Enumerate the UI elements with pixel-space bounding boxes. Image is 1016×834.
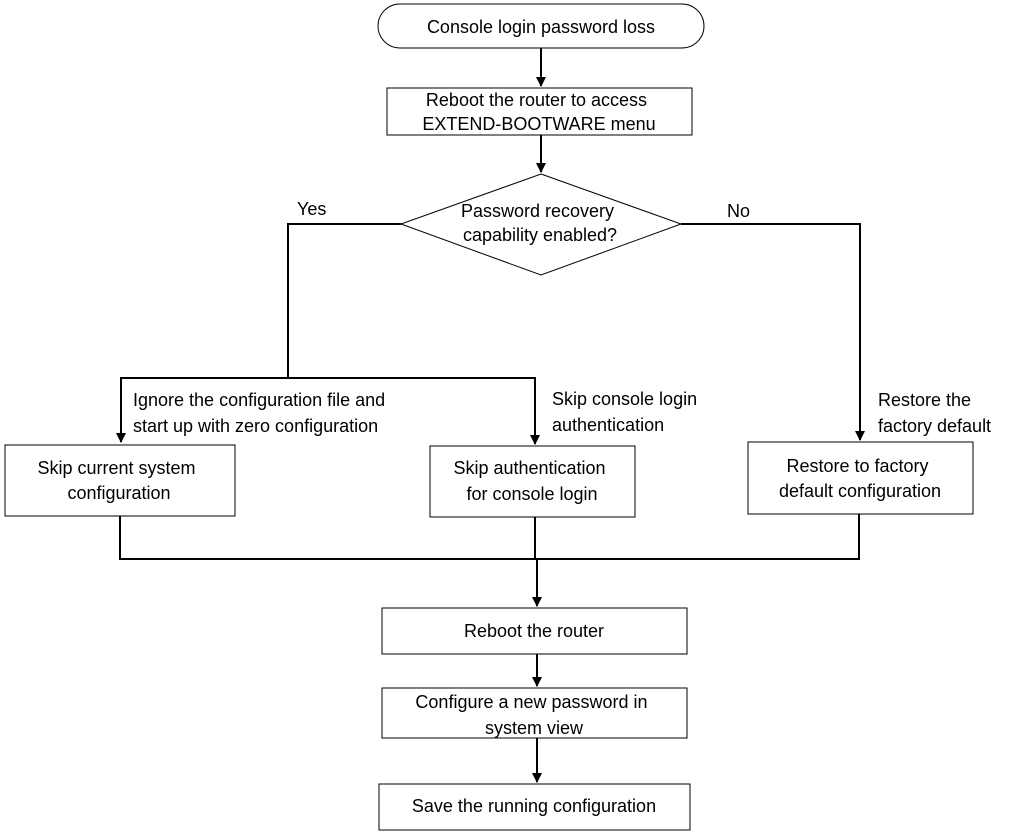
skip-auth-label: Skip authentication for console login: [453, 458, 610, 504]
reboot-router-label: Reboot the router: [464, 621, 604, 641]
restore-factory-box: [747, 441, 974, 515]
restore-factory-label: Restore to factory default configuration: [779, 456, 941, 501]
skip-auth-box: [429, 445, 636, 518]
start-label: Console login password loss: [427, 17, 655, 37]
yes-label: Yes: [297, 199, 326, 219]
note-ignore-config: Ignore the configuration file and start …: [133, 390, 390, 436]
decision-label: Password recovery capability enabled?: [461, 201, 619, 245]
note-restore: Restore the factory default: [878, 390, 991, 436]
no-branch-line: [681, 223, 865, 441]
yes-branch-line: [287, 223, 401, 378]
reboot-access-label: Reboot the router to access EXTEND-BOOTW…: [422, 90, 655, 134]
decision-diamond: [399, 173, 683, 276]
note-skip-auth: Skip console login authentication: [552, 389, 702, 435]
no-label: No: [727, 201, 750, 221]
merge-line: [119, 514, 860, 560]
save-config-label: Save the running configuration: [412, 796, 656, 816]
reboot-access-box: [386, 87, 693, 136]
skip-config-box: [4, 444, 236, 517]
skip-config-label: Skip current system configuration: [37, 458, 200, 503]
configure-password-box: [381, 687, 688, 739]
configure-password-label: Configure a new password in system view: [415, 692, 652, 738]
reboot-router-box: [381, 607, 688, 655]
save-config-box: [378, 783, 691, 831]
